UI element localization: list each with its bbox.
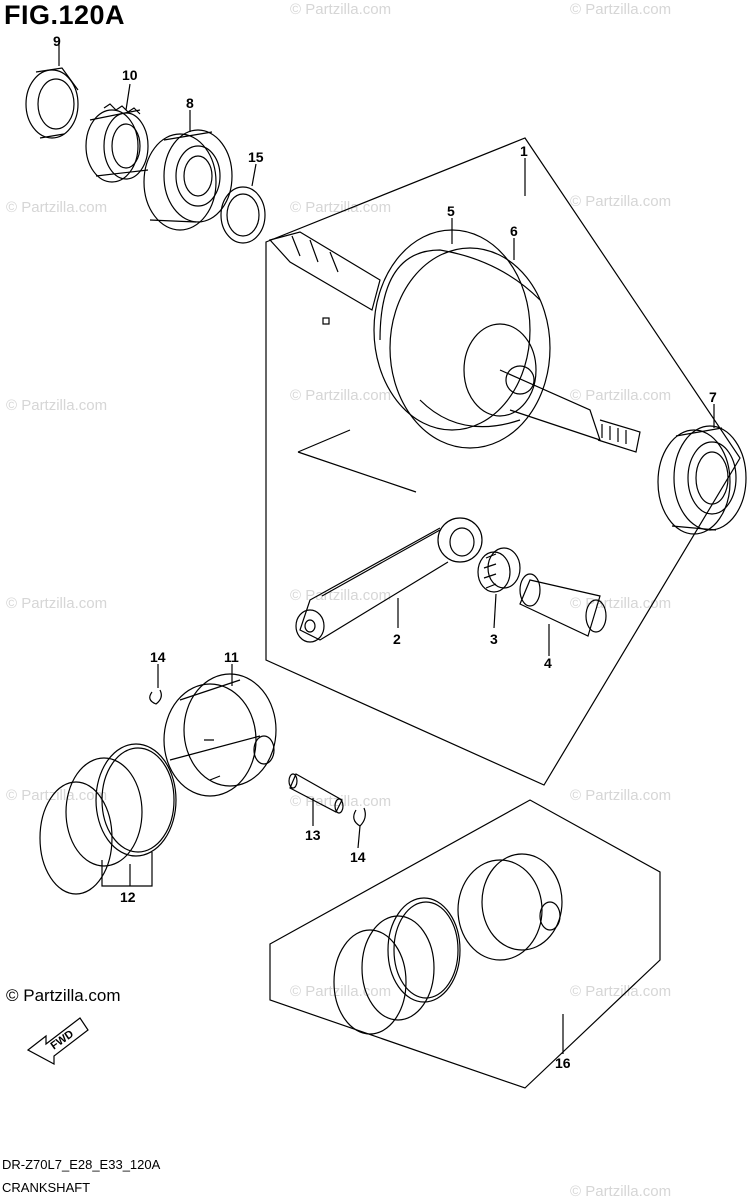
callout-14: 14 bbox=[350, 849, 366, 865]
figure-title: FIG.120A bbox=[4, 0, 126, 30]
watermark-text: © Partzilla.com bbox=[290, 587, 391, 604]
watermark-text: © Partzilla.com bbox=[570, 193, 671, 210]
bearing-left-part bbox=[143, 129, 233, 231]
oversize-piston-set-part bbox=[333, 853, 563, 1035]
callout-5: 5 bbox=[447, 203, 455, 219]
oil-seal-part bbox=[25, 67, 79, 139]
callout-1: 1 bbox=[520, 143, 528, 159]
leader-line bbox=[357, 825, 361, 849]
watermark-text: © Partzilla.com bbox=[6, 595, 107, 612]
shim-part bbox=[220, 186, 266, 244]
watermark-text: © Partzilla.com bbox=[570, 1183, 671, 1200]
watermark-text: © Partzilla.com bbox=[570, 1, 671, 18]
callout-13: 13 bbox=[305, 827, 321, 843]
watermark-text: © Partzilla.com bbox=[290, 199, 391, 216]
callout-6: 6 bbox=[510, 223, 518, 239]
callout-2: 2 bbox=[393, 631, 401, 647]
watermark-text: © Partzilla.com bbox=[290, 387, 391, 404]
timing-gear-part bbox=[85, 103, 149, 183]
watermark-text: © Partzilla.com bbox=[6, 787, 107, 804]
watermark-text: © Partzilla.com bbox=[290, 983, 391, 1000]
watermark-text: © Partzilla.com bbox=[570, 595, 671, 612]
callout-12: 12 bbox=[120, 889, 136, 905]
leader-line bbox=[493, 593, 497, 629]
callout-8: 8 bbox=[186, 95, 194, 111]
watermark-layer: © Partzilla.com © Partzilla.com © Partzi… bbox=[6, 1, 671, 1200]
diagram-name: CRANKSHAFT bbox=[2, 1180, 91, 1195]
callout-15: 15 bbox=[248, 149, 264, 165]
watermark-text: © Partzilla.com bbox=[290, 1, 391, 18]
bearing-right-part bbox=[657, 425, 747, 535]
watermark-text: © Partzilla.com bbox=[570, 787, 671, 804]
piston-part bbox=[163, 673, 277, 797]
watermark-text: © Partzilla.com bbox=[6, 199, 107, 216]
piston-pin-part bbox=[288, 773, 344, 814]
fwd-arrow-icon: FWD bbox=[26, 1017, 89, 1066]
oversize-box-outline bbox=[269, 799, 661, 1089]
callout-16: 16 bbox=[555, 1055, 571, 1071]
leader-line bbox=[297, 429, 417, 493]
watermark-text: © Partzilla.com bbox=[570, 387, 671, 404]
callout-3: 3 bbox=[490, 631, 498, 647]
piston-ring-set-part bbox=[39, 743, 177, 895]
leader-line bbox=[251, 163, 257, 187]
callout-7: 7 bbox=[709, 389, 717, 405]
watermark-main: © Partzilla.com bbox=[6, 986, 121, 1005]
connecting-rod-part bbox=[295, 517, 483, 643]
leader-line bbox=[125, 83, 131, 111]
crank-pin-part bbox=[519, 573, 607, 637]
callout-10: 10 bbox=[122, 67, 138, 83]
callout-layer: 9 10 8 15 1 5 6 7 2 3 4 11 14 12 13 14 1… bbox=[53, 33, 717, 1071]
callout-11: 11 bbox=[224, 649, 239, 665]
needle-bearing-part bbox=[477, 547, 521, 593]
watermark-text: © Partzilla.com bbox=[570, 983, 671, 1000]
callout-9: 9 bbox=[53, 33, 61, 49]
watermark-text: © Partzilla.com bbox=[290, 793, 391, 810]
callout-4: 4 bbox=[544, 655, 552, 671]
crankshaft-part bbox=[268, 229, 641, 453]
diagram-code: DR-Z70L7_E28_E33_120A bbox=[2, 1157, 161, 1172]
assembly-box-outline bbox=[265, 137, 741, 786]
circlip-part bbox=[353, 807, 366, 827]
watermark-text: © Partzilla.com bbox=[6, 397, 107, 414]
circlip-part bbox=[149, 689, 162, 705]
callout-14: 14 bbox=[150, 649, 166, 665]
